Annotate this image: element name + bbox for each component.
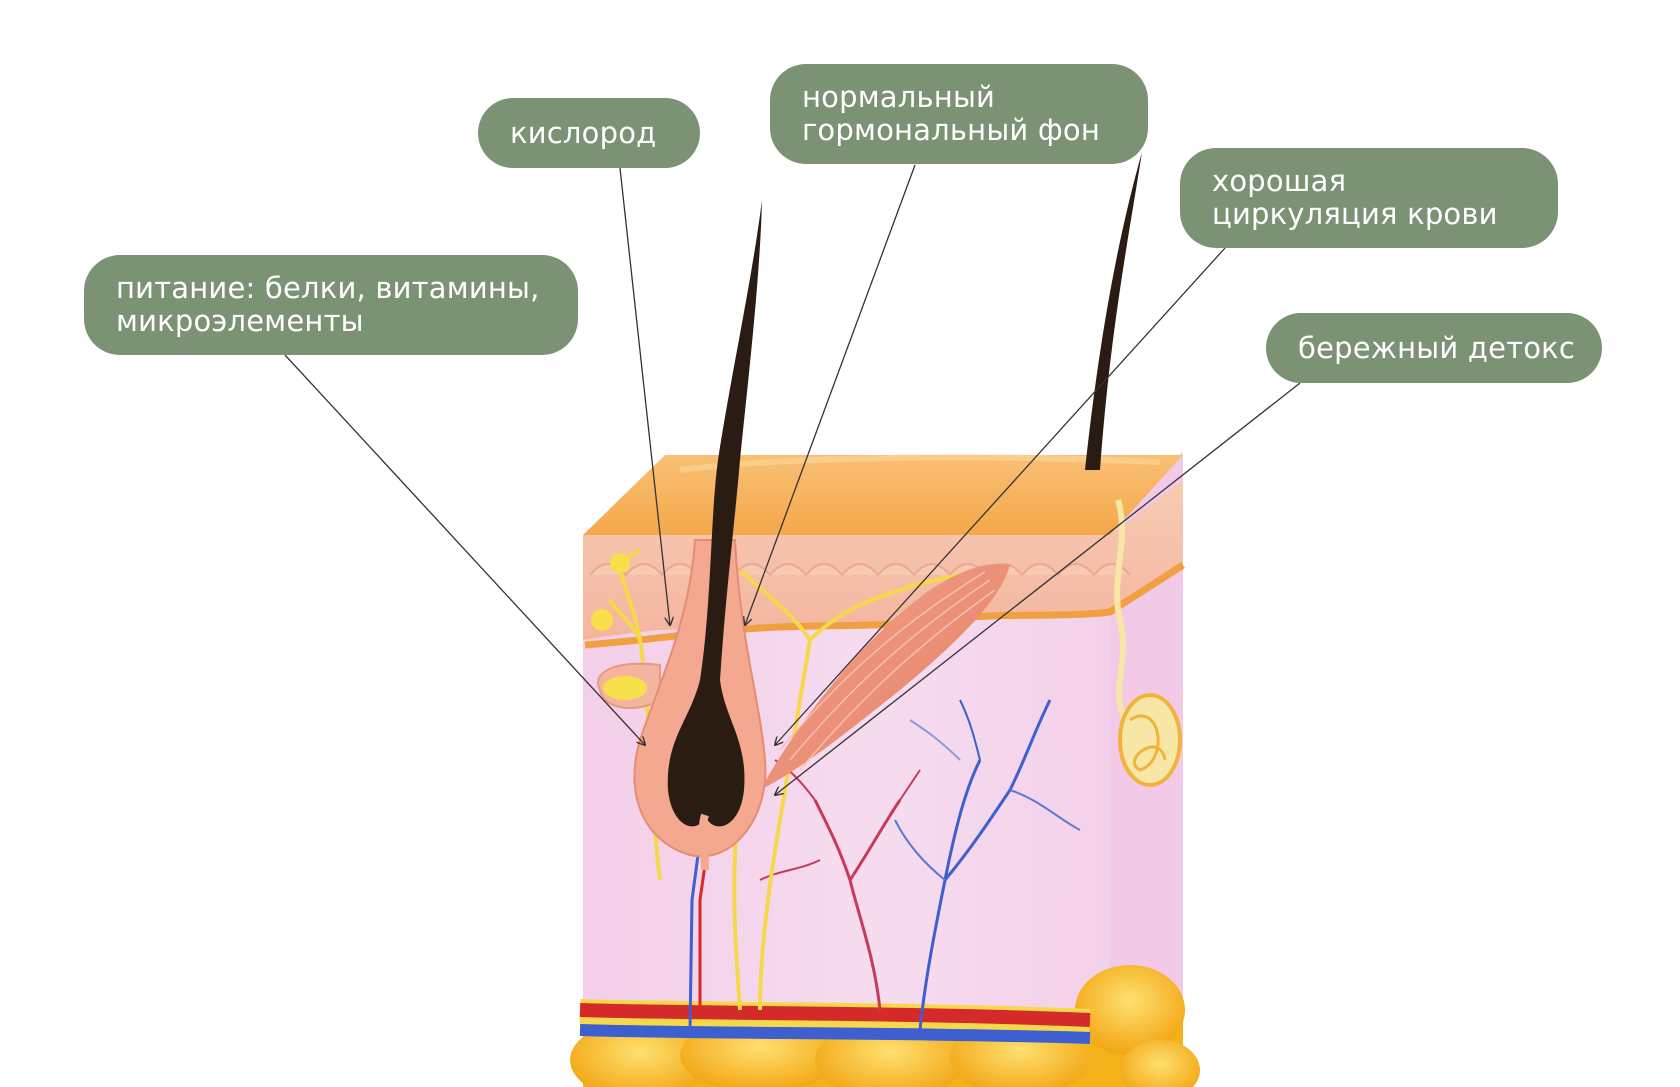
callout-hormone: нормальный гормональный фон bbox=[770, 64, 1148, 164]
callout-detox: бережный детокс bbox=[1266, 313, 1602, 383]
arrector-pili-muscle bbox=[760, 563, 1010, 790]
callout-detox-line-1: бережный детокс bbox=[1298, 330, 1576, 365]
callout-oxygen-line-1: кислород bbox=[510, 115, 657, 150]
nerve-ending bbox=[591, 609, 613, 631]
leader-nutrition bbox=[284, 354, 645, 745]
callout-circulation: хорошая циркуляция крови bbox=[1180, 148, 1558, 248]
callout-nutrition-line-1: питание: белки, витамины, bbox=[116, 271, 540, 305]
callout-hormone-line-2: гормональный фон bbox=[802, 113, 1100, 147]
leader-lines bbox=[284, 164, 1301, 795]
leader-detox bbox=[775, 382, 1301, 795]
major-blood-vessels bbox=[579, 999, 1091, 1044]
nerve-ending bbox=[610, 553, 630, 573]
callout-nutrition-line-2: микроэлементы bbox=[116, 304, 364, 338]
hair-shaft-left bbox=[667, 200, 762, 827]
leader-circulation bbox=[775, 247, 1226, 745]
dermal-papillae bbox=[589, 563, 1131, 577]
callout-nutrition: питание: белки, витамины, микроэлементы bbox=[84, 255, 578, 355]
callout-circulation-line-1: хорошая bbox=[1212, 164, 1347, 198]
sweat-gland bbox=[1114, 499, 1182, 787]
callout-hormone-line-1: нормальный bbox=[802, 80, 996, 114]
hair-shaft-right bbox=[1085, 152, 1142, 470]
callout-oxygen: кислород bbox=[478, 98, 700, 168]
leader-hormone bbox=[745, 164, 916, 625]
callout-circulation-line-2: циркуляция крови bbox=[1212, 197, 1498, 231]
leader-oxygen bbox=[619, 167, 670, 625]
